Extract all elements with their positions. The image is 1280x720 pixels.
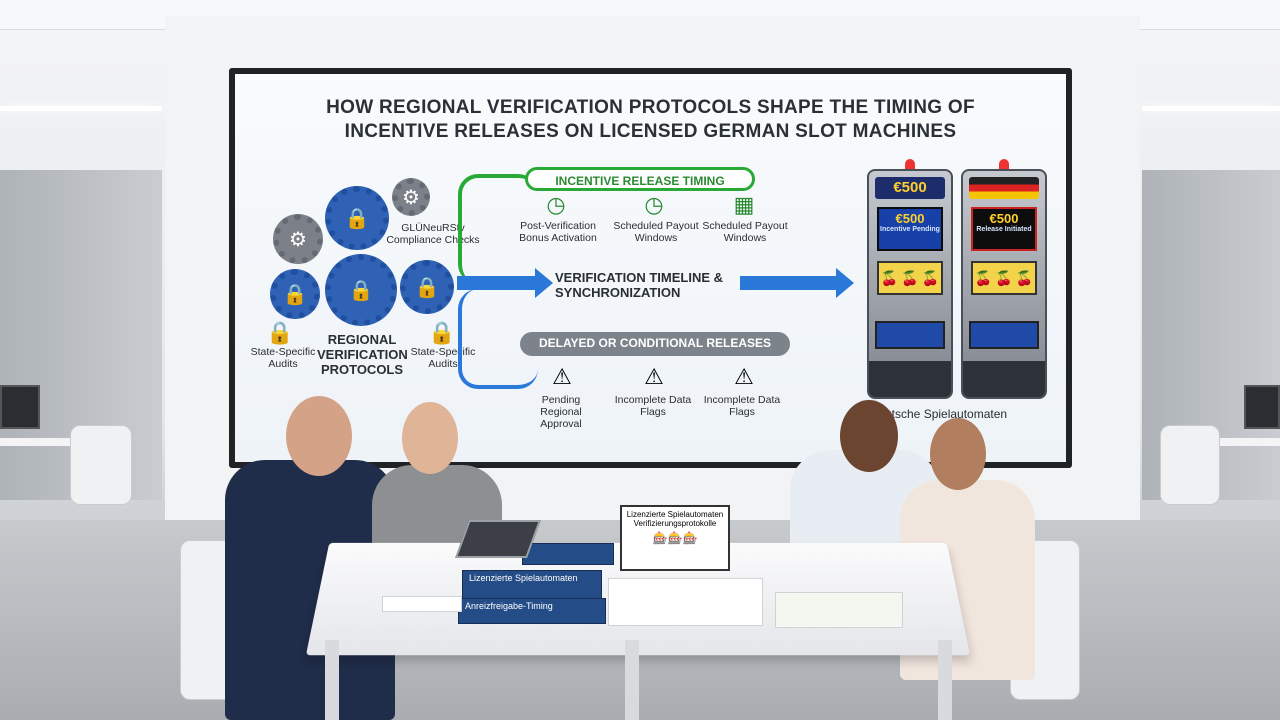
tablet <box>455 520 541 558</box>
gear-label-state-audits-left: State-Specific Audits <box>250 346 316 370</box>
machine-screen-status: Incentive Pending <box>880 226 940 233</box>
table-leg <box>938 640 952 720</box>
lock-icon: 🔒 <box>428 320 456 345</box>
arrow-right-icon <box>740 268 854 298</box>
machine-base <box>869 361 951 397</box>
item-incomplete-data: Incomplete Data Flags <box>614 394 692 418</box>
slot-machine: €500 €500 Incentive Pending 🍒🍒🍒 <box>867 159 953 399</box>
background-chair-right <box>1160 425 1220 505</box>
person-head <box>286 396 352 476</box>
machine-screen: €500 Incentive Pending <box>877 207 943 251</box>
slot-reels: 🍒🍒🍒 <box>971 261 1037 295</box>
background-monitor-right <box>1244 385 1280 429</box>
clock-icon: ◷ <box>644 192 664 217</box>
lock-gear-icon: 🔒 <box>325 254 397 326</box>
gear-icon: ⚙ <box>273 214 323 264</box>
slide-title-line-2: INCENTIVE RELEASES ON LICENSED GERMAN SL… <box>344 121 957 142</box>
verification-timeline-label: VERIFICATION TIMELINE & SYNCHRONIZATION <box>555 270 724 300</box>
delayed-releases-banner: DELAYED OR CONDITIONAL RELEASES <box>520 332 790 356</box>
machine-screen-amount: €500 <box>895 211 925 226</box>
ceiling-light-left <box>0 106 162 111</box>
machine-screen-amount: €500 <box>989 211 1019 226</box>
person-head <box>402 402 458 474</box>
machine-base <box>963 361 1045 397</box>
binder: Anreizfreigabe-Timing <box>458 598 606 624</box>
slide-title: HOW REGIONAL VERIFICATION PROTOCOLS SHAP… <box>235 96 1066 144</box>
document-sheet <box>608 578 763 626</box>
beacon-light <box>999 159 1009 169</box>
map-document <box>775 592 903 628</box>
presentation-slide: HOW REGIONAL VERIFICATION PROTOCOLS SHAP… <box>235 74 1066 462</box>
item-incomplete-data-2: Incomplete Data Flags <box>703 394 781 418</box>
blue-flow-line <box>458 289 538 389</box>
warning-icon: ⚠ <box>734 364 754 389</box>
slide-title-line-1: HOW REGIONAL VERIFICATION PROTOCOLS SHAP… <box>326 97 975 118</box>
lock-icon: 🔒 <box>266 320 294 345</box>
table-leg <box>325 640 339 720</box>
person-head <box>840 400 898 472</box>
machine-control-panel <box>969 321 1039 349</box>
background-monitor-left <box>0 385 40 429</box>
slot-reels: 🍒🍒🍒 <box>877 261 943 295</box>
green-flow-line <box>458 174 538 284</box>
background-desk-right <box>1165 438 1280 446</box>
gear-label-compliance-checks: GLÜNeuRStv Compliance Checks <box>386 222 480 246</box>
person-head <box>930 418 986 490</box>
slot-machine: €500 Release Initiated 🍒🍒🍒 <box>961 159 1047 399</box>
lock-gear-icon: 🔒 <box>400 260 454 314</box>
background-desk-left <box>0 438 105 446</box>
machine-screen: €500 Release Initiated <box>971 207 1037 251</box>
machine-screen-status: Release Initiated <box>976 226 1032 233</box>
ceiling-light-right <box>1142 106 1280 111</box>
beacon-light <box>905 159 915 169</box>
binder: Lizenzierte Spielautomaten <box>462 570 602 600</box>
arrow-right-icon <box>457 268 553 298</box>
machine-control-panel <box>875 321 945 349</box>
item-payout-windows-2: Scheduled Payout Windows <box>702 220 788 244</box>
german-flag-icon <box>969 177 1039 199</box>
desk-sign-text: Lizenzierte Spielautomaten Verifizierung… <box>626 510 724 528</box>
machine-top-display: €500 <box>875 177 945 199</box>
item-pending-approval: Pending Regional Approval <box>540 394 582 430</box>
desk-sign: Lizenzierte Spielautomaten Verifizierung… <box>620 505 730 571</box>
lock-gear-icon: 🔒 <box>270 269 320 319</box>
machines-caption: utsche Spielautomaten <box>885 407 1008 421</box>
clock-icon: ◷ <box>546 192 566 217</box>
presentation-display: HOW REGIONAL VERIFICATION PROTOCOLS SHAP… <box>229 68 1072 468</box>
binder-closed <box>522 543 614 565</box>
table-leg <box>625 640 639 720</box>
gear-icon: ⚙ <box>392 178 430 216</box>
document-sheet <box>382 596 462 612</box>
background-chair-left <box>70 425 132 505</box>
slot-machine-icon: 🎰🎰🎰 <box>652 531 698 545</box>
lock-gear-icon: 🔒 <box>325 186 389 250</box>
item-payout-windows: Scheduled Payout Windows <box>613 220 699 244</box>
gear-label-regional-protocols: REGIONAL VERIFICATION PROTOCOLS <box>317 332 408 377</box>
calendar-icon: ▦ <box>733 192 755 217</box>
warning-icon: ⚠ <box>644 364 664 389</box>
warning-icon: ⚠ <box>552 364 572 389</box>
incentive-timing-banner: INCENTIVE RELEASE TIMING <box>525 167 755 191</box>
item-post-verification: Post-Verification Bonus Activation <box>519 220 597 244</box>
